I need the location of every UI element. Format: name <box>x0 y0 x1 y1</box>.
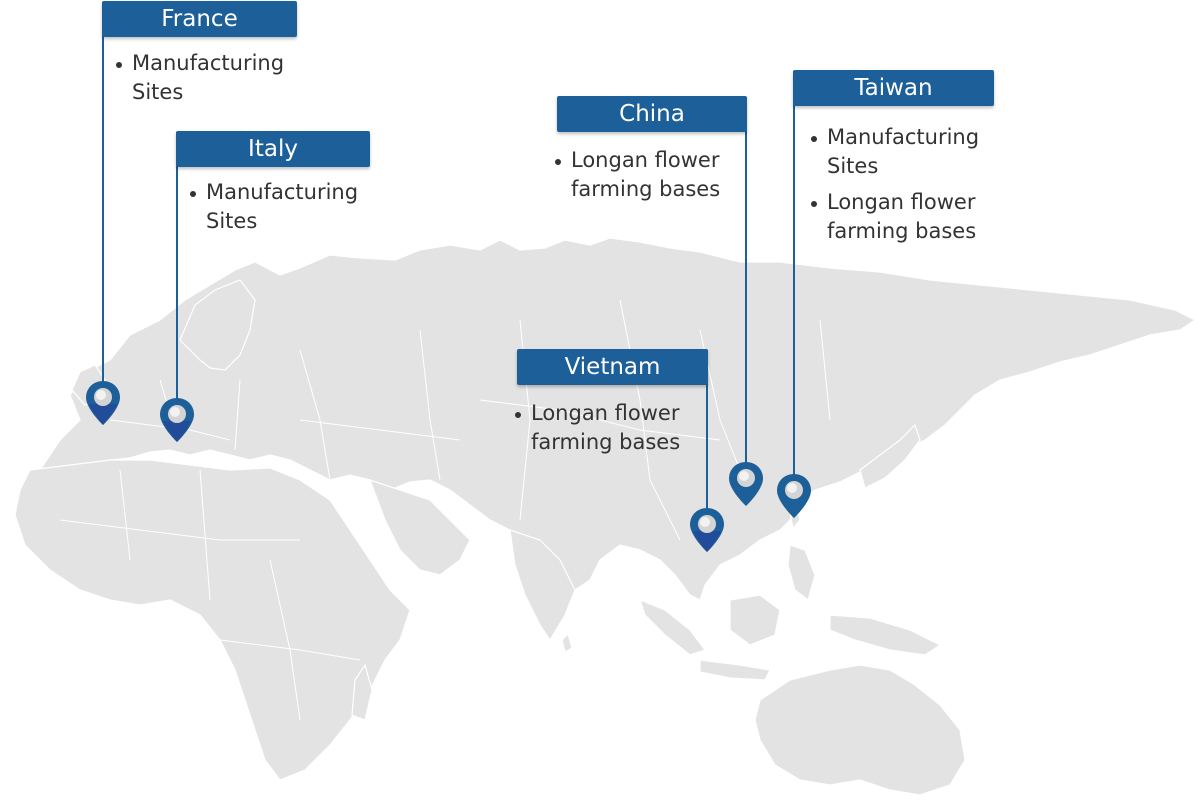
sumatra-landmass <box>639 598 706 656</box>
italy-bullet-list: Manufacturing Sites <box>190 178 380 243</box>
france-label[interactable]: France <box>102 1 297 37</box>
borneo-landmass <box>729 594 781 646</box>
vietnam-label-text: Vietnam <box>564 354 661 380</box>
scandinavia-landmass <box>179 279 256 371</box>
france-label-text: France <box>161 6 238 32</box>
africa-landmass <box>14 459 411 781</box>
list-item: Manufacturing Sites <box>811 123 996 181</box>
map-pin-icon[interactable] <box>85 380 121 426</box>
arabia-landmass <box>368 479 471 576</box>
japan-landmass <box>859 423 921 489</box>
france-leader-line <box>102 2 104 396</box>
italy-label-text: Italy <box>248 136 298 162</box>
italy-label[interactable]: Italy <box>176 131 370 167</box>
map-pin-icon[interactable] <box>776 473 812 519</box>
taiwan-bullet-list: Manufacturing Sites Longan flower farmin… <box>811 123 996 253</box>
list-item: Longan flower farming bases <box>811 188 996 246</box>
philippines-landmass <box>787 544 816 602</box>
list-item: Manufacturing Sites <box>116 49 306 107</box>
list-item: Longan flower farming bases <box>515 399 700 457</box>
madagascar-landmass <box>351 663 373 721</box>
list-item: Manufacturing Sites <box>190 178 380 236</box>
australia-landmass <box>754 664 966 796</box>
taiwan-leader-line <box>793 71 795 481</box>
france-bullet-list: Manufacturing Sites <box>116 49 306 114</box>
india-landmass <box>509 529 576 642</box>
sri-lanka-landmass <box>561 632 573 653</box>
vietnam-leader-line <box>706 350 708 515</box>
taiwan-label[interactable]: Taiwan <box>793 70 994 106</box>
list-item: Longan flower farming bases <box>555 146 735 204</box>
taiwan-label-text: Taiwan <box>854 75 933 101</box>
china-bullet-list: Longan flower farming bases <box>555 146 735 211</box>
map-pin-icon[interactable] <box>689 507 725 553</box>
new-guinea-landmass <box>829 614 942 656</box>
map-pin-icon[interactable] <box>728 461 764 507</box>
vietnam-bullet-list: Longan flower farming bases <box>515 399 700 464</box>
java-landmass <box>699 659 771 681</box>
italy-leader-line <box>176 132 178 412</box>
china-leader-line <box>745 97 747 472</box>
china-label-text: China <box>619 101 685 127</box>
map-pin-icon[interactable] <box>159 397 195 443</box>
china-label[interactable]: China <box>557 96 747 132</box>
vietnam-label[interactable]: Vietnam <box>517 349 708 385</box>
